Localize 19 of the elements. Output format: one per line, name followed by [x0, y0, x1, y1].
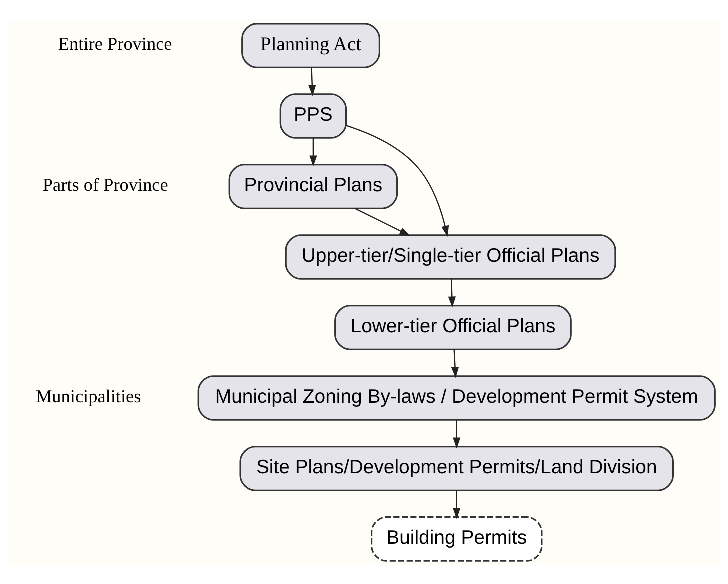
- label: Entire Province: [58, 34, 172, 54]
- arrow: [452, 420, 460, 448]
- label: Parts of Province: [42, 174, 168, 195]
- arrow: [448, 278, 456, 308]
- arrow: [354, 208, 410, 236]
- arrow: [308, 67, 316, 96]
- node-box: Provincial Plans: [228, 164, 398, 209]
- label: Municipalities: [35, 386, 141, 406]
- node-box: Municipal Zoning By-laws / Development Permit System: [197, 375, 716, 420]
- arrow: [309, 138, 317, 166]
- node-box: Upper-tier/Single-tier Official Plans: [284, 234, 616, 280]
- arrow: [450, 349, 459, 378]
- node-box: Planning Act: [241, 22, 380, 68]
- arrow: [346, 124, 449, 236]
- arrow: [452, 490, 460, 519]
- node-box: Lower-tier Official Plans: [334, 304, 572, 350]
- node-box: Building Permits: [370, 516, 542, 562]
- node-box: Site Plans/Development Permits/Land Division: [239, 446, 674, 491]
- node-box: PPS: [279, 93, 347, 138]
